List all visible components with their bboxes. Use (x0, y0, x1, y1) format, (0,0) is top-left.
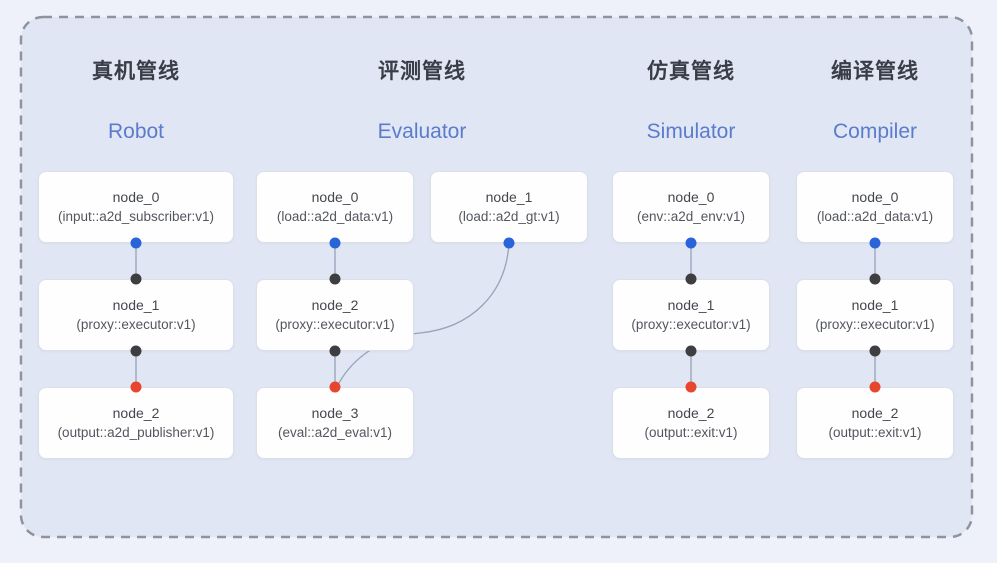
pipeline-title-zh-compiler: 编译管线 (831, 60, 919, 83)
node-evaluator-3: node_3 (eval::a2d_eval:v1) (256, 387, 414, 459)
node-robot-0: node_0 (input::a2d_subscriber:v1) (38, 171, 234, 243)
pipeline-title-en-evaluator: Evaluator (377, 120, 467, 143)
node-evaluator-2: node_2 (proxy::executor:v1) (256, 279, 414, 351)
node-simulator-1: node_1 (proxy::executor:v1) (612, 279, 770, 351)
node-name: node_0 (851, 189, 899, 205)
node-name: node_0 (667, 189, 715, 205)
pipeline-title-en-simulator: Simulator (646, 120, 736, 143)
node-name: node_1 (851, 297, 899, 313)
node-detail: (proxy::executor:v1) (275, 317, 395, 332)
node-name: node_1 (667, 297, 715, 313)
node-compiler-1: node_1 (proxy::executor:v1) (796, 279, 954, 351)
node-name: node_2 (851, 405, 899, 421)
pipeline-title-en-compiler: Compiler (832, 120, 918, 143)
pipeline-title-zh-evaluator: 评测管线 (378, 60, 466, 83)
node-detail: (output::exit:v1) (644, 425, 738, 440)
pipeline-title-en-robot: Robot (107, 120, 165, 143)
node-detail: (proxy::executor:v1) (815, 317, 935, 332)
node-compiler-0: node_0 (load::a2d_data:v1) (796, 171, 954, 243)
node-detail: (load::a2d_data:v1) (276, 209, 394, 224)
node-name: node_1 (485, 189, 533, 205)
node-name: node_3 (311, 405, 359, 421)
node-simulator-0: node_0 (env::a2d_env:v1) (612, 171, 770, 243)
pipeline-title-zh-simulator: 仿真管线 (647, 60, 735, 83)
node-detail: (input::a2d_subscriber:v1) (57, 209, 215, 224)
node-name: node_2 (311, 297, 359, 313)
node-name: node_0 (311, 189, 359, 205)
pipeline-header-robot: 真机管线 Robot (38, 58, 234, 144)
node-detail: (load::a2d_gt:v1) (458, 209, 560, 224)
node-name: node_2 (112, 405, 160, 421)
node-compiler-2: node_2 (output::exit:v1) (796, 387, 954, 459)
node-detail: (output::exit:v1) (828, 425, 922, 440)
pipeline-header-compiler: 编译管线 Compiler (796, 58, 954, 144)
node-detail: (output::a2d_publisher:v1) (57, 425, 215, 440)
node-robot-2: node_2 (output::a2d_publisher:v1) (38, 387, 234, 459)
pipeline-title-zh-robot: 真机管线 (92, 60, 180, 83)
node-simulator-2: node_2 (output::exit:v1) (612, 387, 770, 459)
node-detail: (proxy::executor:v1) (631, 317, 751, 332)
node-detail: (eval::a2d_eval:v1) (277, 425, 393, 440)
node-robot-1: node_1 (proxy::executor:v1) (38, 279, 234, 351)
node-evaluator-0: node_0 (load::a2d_data:v1) (256, 171, 414, 243)
pipeline-header-evaluator: 评测管线 Evaluator (256, 58, 588, 144)
node-detail: (env::a2d_env:v1) (636, 209, 746, 224)
node-detail: (proxy::executor:v1) (76, 317, 196, 332)
node-name: node_0 (112, 189, 160, 205)
pipeline-header-simulator: 仿真管线 Simulator (612, 58, 770, 144)
node-name: node_2 (667, 405, 715, 421)
node-evaluator-1: node_1 (load::a2d_gt:v1) (430, 171, 588, 243)
node-name: node_1 (112, 297, 160, 313)
node-detail: (load::a2d_data:v1) (816, 209, 934, 224)
